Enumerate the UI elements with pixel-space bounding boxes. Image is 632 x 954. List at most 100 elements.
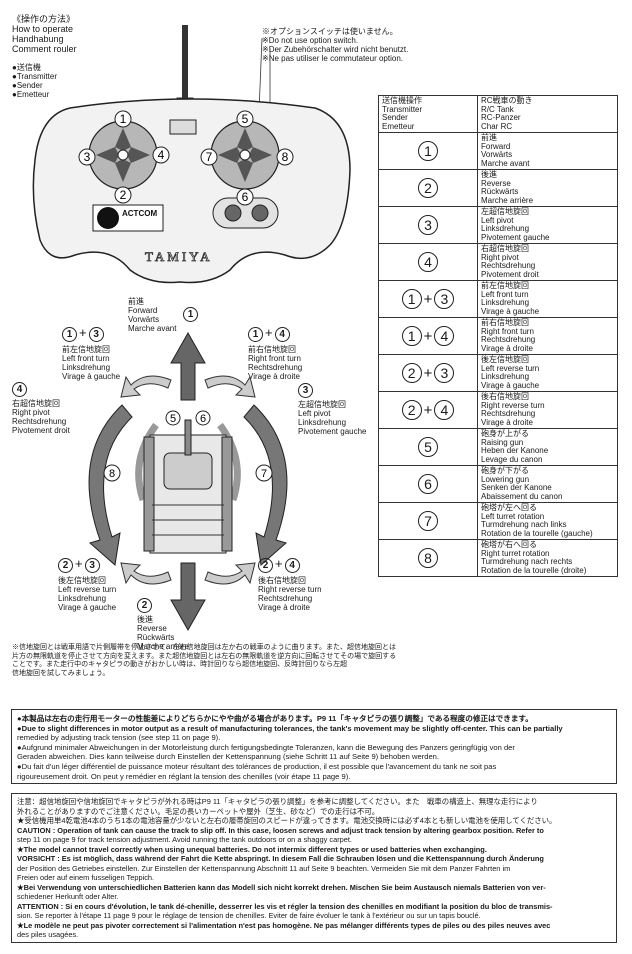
table-desc-line: Lowering gun xyxy=(481,474,530,484)
stick-number-badge: 4 xyxy=(434,326,455,346)
label-right-front-turn: 1+4 前右信地旋回 Right front turn Rechtsdrehun… xyxy=(248,325,303,381)
right-reverse-turn-arrow xyxy=(204,562,256,585)
caution-line: step 11 on page 9 for track tension adju… xyxy=(17,835,352,844)
table-desc-line: Virage à gauche xyxy=(481,306,540,316)
note-line: ※Der Zubehörschalter wird nicht benutzt. xyxy=(262,45,409,54)
label-line: 後右信地旋回 xyxy=(258,576,306,585)
caution-line: schiedener Herkunft oder Alter. xyxy=(17,892,119,901)
table-desc-line: Pivotement droit xyxy=(481,269,539,279)
svg-text:8: 8 xyxy=(109,468,115,480)
plus-sign: + xyxy=(423,291,433,308)
label-line: 前進 xyxy=(128,297,144,306)
table-desc-line: Reverse xyxy=(481,178,511,188)
note-line: ※Ne pas utiliser le commutateur option. xyxy=(262,54,403,63)
table-key-cell: 1+4 xyxy=(378,317,478,355)
table-key-cell: 1+3 xyxy=(378,280,478,318)
stick-number-3: 3 xyxy=(84,150,91,164)
table-desc-line: Rotation de la tourelle (gauche) xyxy=(481,528,593,538)
stick-number-badge: 1 xyxy=(401,326,422,346)
label-key-1: 1 xyxy=(183,307,198,322)
label-line: Virage à droite xyxy=(258,603,310,612)
forward-arrow-icon xyxy=(170,331,206,401)
header-jp: 《操作の方法》 xyxy=(12,14,76,24)
label-line: Rechtsdrehung xyxy=(258,594,313,603)
label-line: 右超信地旋回 xyxy=(12,399,60,408)
note-line: ※信地旋回とは戦車用語で片側履帯を停止させて、左右信地旋回は左か右の戦車のように… xyxy=(12,644,396,651)
instructions-header: 《操作の方法》 How to operate Handhabung Commen… xyxy=(12,14,77,54)
table-key-cell: 7 xyxy=(378,502,478,540)
table-key-cell: 6 xyxy=(378,465,478,503)
label-line: Rechtsdrehung xyxy=(248,363,303,372)
stick-number-1: 1 xyxy=(120,112,127,126)
label-line: Forward xyxy=(128,306,158,315)
reverse-arrow-icon xyxy=(170,562,206,632)
table-desc-line: 後左信地旋回 xyxy=(481,355,529,364)
table-desc-line: Rotation de la tourelle (droite) xyxy=(481,565,587,575)
stick-number-badge: 2 xyxy=(401,363,422,383)
stick-number-badge: 4 xyxy=(434,400,455,420)
label-forward: 前進 Forward Vorwärts Marche avant xyxy=(128,297,176,333)
note-line: ことです。また走行中のキャタピラの動きがおかしい時は、時計回りなら超信地旋回、反… xyxy=(12,661,348,668)
actcom-logo-text: ACTCOM xyxy=(122,209,157,218)
table-desc-line: Virage à gauche xyxy=(481,380,540,390)
stick-right-icon xyxy=(249,147,272,163)
notice-line: ●Aufgrund minimaler Abweichungen in der … xyxy=(17,742,515,752)
label-line: Left front turn xyxy=(62,354,110,363)
label-line: 前左信地旋回 xyxy=(62,345,110,354)
notice-line: ●Due to slight differences in motor outp… xyxy=(17,723,563,733)
notice-line: ●本製品は左右の走行用モーターの性能差によりどちらかにやや曲がる場合があります。… xyxy=(17,714,533,723)
header-fr: Comment rouler xyxy=(12,44,77,54)
table-desc-line: Rückwärts xyxy=(481,187,519,196)
stick-down-icon xyxy=(237,159,253,182)
legend-line: ●Sender xyxy=(12,81,43,90)
stick-number-badge: 1 xyxy=(418,141,438,161)
option-button-left xyxy=(224,204,242,222)
tamiya-emblem xyxy=(169,119,197,135)
label-line: Virage à gauche xyxy=(62,372,121,381)
label-line: Rechtsdrehung xyxy=(12,417,67,426)
table-key-cell: 3 xyxy=(378,206,478,244)
caution-line: 注意：超信地旋回や信地旋回でキャタピラが外れる時はP9 11「キャタピラの張り調… xyxy=(17,797,538,806)
table-desc-line: Marche avant xyxy=(481,158,530,168)
label-line: Right front turn xyxy=(248,354,301,363)
caution-line: des piles usagées. xyxy=(17,930,79,939)
table-desc-line: Right reverse turn xyxy=(481,400,545,410)
tank-track-right xyxy=(221,436,233,552)
table-desc-line: Raising gun xyxy=(481,437,524,447)
notice-line: Geraden abweichen. Dies kann teilweise d… xyxy=(17,752,439,762)
label-line: 左超信地旋回 xyxy=(298,400,346,409)
label-left-pivot: 3 左超信地旋回 Left pivot Linksdrehung Pivotem… xyxy=(298,383,367,436)
label-right-reverse-turn: 2+4 後右信地旋回 Right reverse turn Rechtsdreh… xyxy=(258,556,322,612)
tank-turret xyxy=(163,452,213,490)
table-desc-line: Virage à droite xyxy=(481,343,533,353)
label-line: Linksdrehung xyxy=(298,418,347,427)
label-left-reverse-turn: 2+3 後左信地旋回 Left reverse turn Linksdrehun… xyxy=(58,556,117,612)
table-desc-line: Marche arrière xyxy=(481,195,534,205)
stick-number-badge: 4 xyxy=(418,252,438,272)
stick-number-8: 8 xyxy=(282,150,289,164)
table-desc-line: 前右信地旋回 xyxy=(481,318,529,327)
brand-name: TAMIYA xyxy=(145,249,213,264)
label-line: Left reverse turn xyxy=(58,585,117,594)
table-desc-line: Linksdrehung xyxy=(481,224,530,233)
legend-line: ●送信機 xyxy=(12,63,41,72)
label-left-front-turn: 1+3 前左信地旋回 Left front turn Linksdrehung … xyxy=(62,325,121,381)
label-line: Right reverse turn xyxy=(258,585,322,594)
table-desc-line: 右超信地旋回 xyxy=(481,244,529,253)
label-line: 前右信地旋回 xyxy=(248,345,296,354)
table-key-cell: 8 xyxy=(378,539,478,577)
table-desc-line: 左超信地旋回 xyxy=(481,207,529,216)
stick-number-badge: 8 xyxy=(418,548,438,568)
caution-line: sion. Se reporter à l'étape 11 page 9 po… xyxy=(17,911,481,920)
